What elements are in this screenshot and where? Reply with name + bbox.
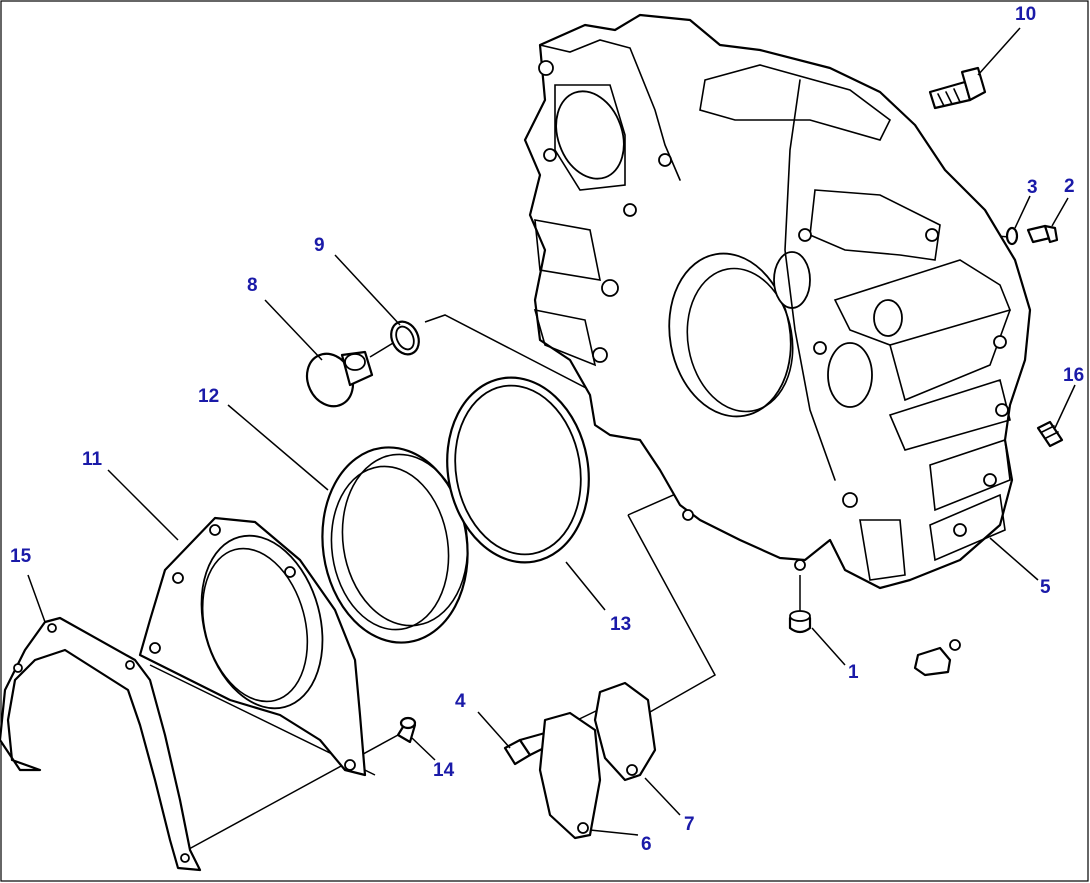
cover-plate-part-6 (538, 711, 602, 840)
callout-4: 4 (455, 691, 466, 712)
flywheel-housing (523, 13, 1032, 590)
callout-13: 13 (610, 614, 631, 635)
callout-5: 5 (1040, 577, 1051, 598)
bolt-part-4 (503, 731, 552, 766)
bolt-part-14 (396, 716, 417, 744)
cap-plug-part-8 (305, 350, 374, 408)
oil-seal-part-12 (321, 446, 469, 644)
drain-plug-part-1 (788, 610, 812, 634)
clamp (913, 639, 961, 677)
gasket-ring-part-13 (446, 376, 590, 564)
washer-part-3 (1005, 226, 1019, 246)
callout-3: 3 (1027, 177, 1038, 198)
callout-6: 6 (641, 834, 652, 855)
callout-8: 8 (247, 275, 258, 296)
bolt-part-10 (928, 66, 987, 110)
callout-14: 14 (433, 760, 455, 781)
callout-11: 11 (82, 449, 103, 470)
gasket-part-15 (0, 616, 202, 872)
o-ring-part-9 (390, 320, 420, 356)
callout-9: 9 (314, 235, 325, 256)
callout-leaders (27, 27, 1076, 836)
callout-12: 12 (198, 386, 219, 407)
seal-cover-part-11 (138, 516, 367, 777)
callout-2: 2 (1064, 176, 1075, 197)
callout-15: 15 (10, 546, 32, 567)
callout-16: 16 (1063, 365, 1084, 386)
callout-labels: 1 2 3 4 5 6 7 8 9 10 11 12 13 14 15 16 (10, 4, 1084, 855)
callout-10: 10 (1015, 4, 1036, 25)
callout-7: 7 (684, 814, 695, 835)
callout-1: 1 (848, 662, 859, 683)
stud-part-16 (1036, 420, 1064, 448)
gasket-plate-part-7 (593, 681, 657, 782)
bolt-part-2 (1026, 224, 1059, 244)
